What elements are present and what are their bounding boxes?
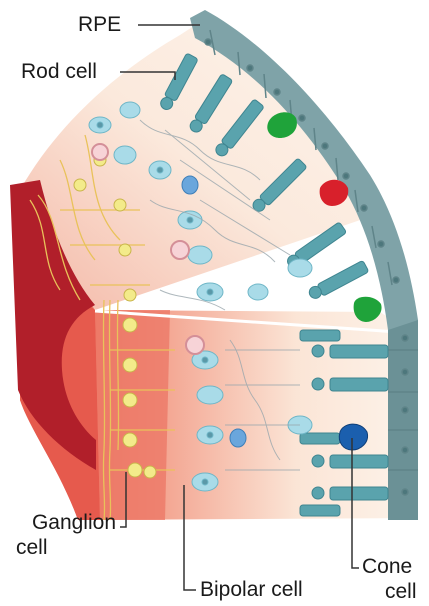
cone-cell-label-line1: Cone	[362, 555, 412, 578]
ganglion-cell-label-line2: cell	[16, 536, 69, 559]
cone-cell-label-line2: cell	[385, 580, 417, 603]
bipolar-cell-label: Bipolar cell	[200, 578, 303, 601]
rpe-label: RPE	[78, 13, 121, 36]
rod-cell-label: Rod cell	[21, 60, 97, 83]
cone-blue-icon	[339, 424, 367, 450]
ganglion-cell-label-line1: Ganglion	[16, 511, 116, 534]
